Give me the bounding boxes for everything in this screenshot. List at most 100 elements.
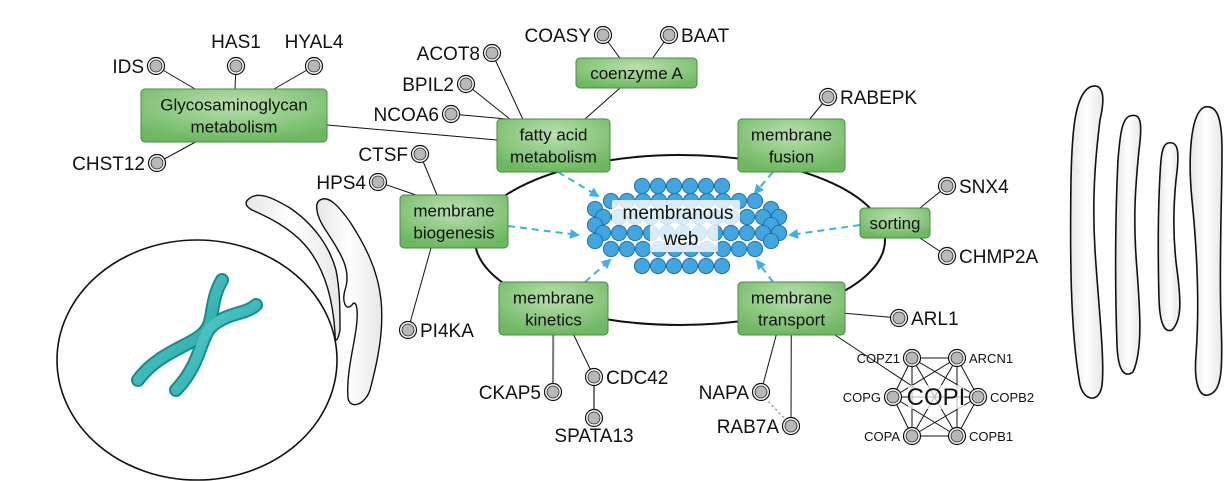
- complex-member-copa[interactable]: COPA: [864, 426, 922, 446]
- gene-node-cdc42[interactable]: CDC42: [584, 367, 669, 389]
- web-vesicle-dot: [738, 208, 756, 226]
- web-vesicle-dot: [633, 177, 651, 195]
- gene-label: CDC42: [606, 368, 668, 389]
- gene-node-baat[interactable]: BAAT: [659, 25, 730, 47]
- web-vesicle-dot: [738, 224, 756, 242]
- gene-node-chst12[interactable]: CHST12: [72, 153, 167, 175]
- copi-edge: [892, 396, 958, 437]
- gene-node-inner: [444, 107, 458, 121]
- gene-node-rabepk[interactable]: RABEPK: [818, 87, 918, 109]
- gene-label: ACOT8: [417, 44, 480, 65]
- golgi-stacks: [1069, 85, 1223, 399]
- gene-node-inner: [371, 175, 385, 189]
- gene-node-inner: [821, 90, 835, 104]
- gene-node-snx4[interactable]: SNX4: [937, 176, 1010, 198]
- gene-node-ncoa6[interactable]: NCOA6: [374, 104, 461, 126]
- arrow-kinetics-to-web: [584, 258, 612, 283]
- process-box-gag[interactable]: Glycosaminoglycan metabolism: [140, 88, 328, 143]
- link-coa-fatty: [584, 87, 621, 120]
- gene-node-has1[interactable]: HAS1: [211, 32, 261, 76]
- gene-label: COASY: [524, 26, 591, 47]
- complex-member-copb1[interactable]: COPB1: [947, 426, 1014, 446]
- copi-edge: [911, 396, 979, 437]
- gene-node-napa[interactable]: NAPA: [699, 382, 771, 404]
- chromosome-icon: [131, 273, 263, 397]
- gene-node-hyal4[interactable]: HYAL4: [285, 32, 344, 76]
- gene-label: SNX4: [959, 177, 1009, 198]
- process-label: Glycosaminoglycan: [160, 96, 307, 115]
- gene-node-inner: [149, 59, 163, 73]
- web-vesicle-dot: [665, 177, 683, 195]
- web-vesicle-dot: [713, 177, 731, 195]
- process-box-coa[interactable]: coenzyme A: [575, 57, 698, 89]
- complex-member-label: COPG: [843, 390, 881, 405]
- web-vesicle-dot: [665, 257, 683, 275]
- process-label: transport: [758, 311, 825, 330]
- process-label: fatty acid: [519, 126, 587, 145]
- complex-member-label: ARCN1: [969, 351, 1013, 366]
- complex-member-arcn1[interactable]: ARCN1: [947, 348, 1014, 368]
- gene-node-inner: [596, 28, 610, 42]
- web-vesicle-dot: [746, 240, 764, 258]
- complex-member-label: COPB2: [990, 390, 1034, 405]
- complex-member-label: COPZ1: [857, 351, 900, 366]
- gene-label: RABEPK: [840, 88, 917, 109]
- gene-node-inner: [905, 429, 919, 443]
- process-box-bg: [496, 118, 611, 173]
- web-vesicle-dot: [634, 240, 652, 258]
- nucleus: [56, 239, 338, 481]
- gene-label: BAAT: [681, 26, 730, 47]
- process-box-bg: [737, 281, 846, 336]
- gene-node-chmp2a[interactable]: CHMP2A: [937, 246, 1039, 268]
- gene-node-bpil2[interactable]: BPIL2: [402, 74, 476, 96]
- process-box-bg: [859, 207, 931, 239]
- gene-node-arl1[interactable]: ARL1: [889, 308, 959, 330]
- link-napa-rab7a: [764, 397, 787, 421]
- copi-edge: [892, 357, 958, 398]
- process-box-bg: [575, 57, 698, 89]
- web-vesicle-dot: [722, 224, 740, 242]
- complex-member-copz1[interactable]: COPZ1: [857, 348, 922, 368]
- gene-node-inner: [940, 249, 954, 263]
- gene-node-inner: [587, 411, 601, 425]
- gene-node-rab7a[interactable]: RAB7A: [717, 416, 801, 438]
- arrow-sorting-to-web: [788, 224, 861, 239]
- complex-member-copb2[interactable]: COPB2: [968, 387, 1035, 407]
- gene-label: PI4KA: [420, 321, 474, 342]
- link-transport-copi: [834, 334, 919, 391]
- web-vesicle-dot: [681, 177, 699, 195]
- gene-node-inner: [886, 390, 900, 404]
- web-vesicle-dot: [610, 224, 628, 242]
- gene-node-ids[interactable]: IDS: [112, 56, 166, 78]
- endoplasmic-reticulum: [245, 194, 383, 406]
- web-vesicle-dot: [649, 177, 667, 195]
- gene-node-spata13[interactable]: SPATA13: [554, 408, 634, 448]
- gene-node-acot8[interactable]: ACOT8: [417, 43, 502, 65]
- process-label: sorting: [869, 214, 920, 233]
- process-label: fusion: [769, 148, 814, 167]
- web-vesicle-dot: [746, 192, 764, 210]
- web-vesicle-dot: [697, 177, 715, 195]
- gene-node-coasy[interactable]: COASY: [524, 25, 613, 47]
- gene-node-inner: [459, 77, 473, 91]
- gene-node-ckap5[interactable]: CKAP5: [479, 382, 563, 404]
- process-label: metabolism: [191, 118, 278, 137]
- gene-node-pi4ka[interactable]: PI4KA: [398, 320, 475, 342]
- complex-member-copg[interactable]: COPG: [843, 387, 903, 407]
- web-vesicle-dot: [697, 257, 715, 275]
- process-box-sorting[interactable]: sorting: [859, 207, 931, 239]
- gene-node-ctsf[interactable]: CTSF: [358, 144, 430, 166]
- complex-member-label: COPB1: [969, 429, 1013, 444]
- web-label-line1: membranous: [623, 203, 734, 224]
- web-vesicle-dot: [762, 232, 780, 250]
- gene-label: NCOA6: [374, 105, 439, 126]
- gene-label: HPS4: [316, 173, 366, 194]
- gene-node-inner: [662, 28, 676, 42]
- gene-node-hps4[interactable]: HPS4: [316, 172, 388, 194]
- gene-node-inner: [485, 46, 499, 60]
